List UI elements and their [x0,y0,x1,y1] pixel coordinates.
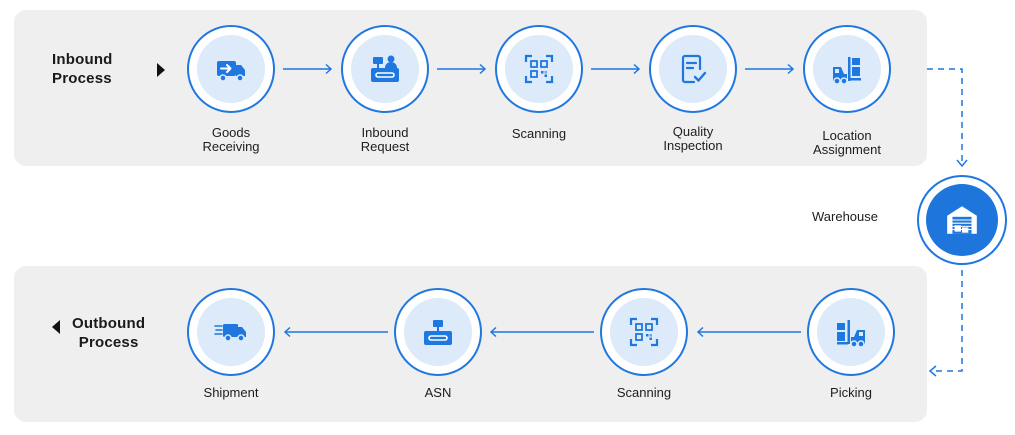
flow-arrow-right [744,63,796,75]
inbound-panel [14,10,927,166]
qr-scan-icon [524,54,554,84]
outbound-title: Outbound Process [72,314,145,352]
truck-arrow-icon [217,61,245,82]
step-scanning-outbound [600,288,688,376]
forklift-icon [833,57,861,85]
flow-arrow-right [282,63,334,75]
flow-arrow-left [283,326,389,338]
step-label: ASN [424,385,452,400]
step-label: Location Assignment [813,128,881,157]
inbound-title: Inbound Process [52,50,113,88]
step-location-assignment [803,25,891,113]
delivery-truck-icon [214,324,246,342]
step-scanning-inbound [495,25,583,113]
desk-terminal-icon [424,320,452,345]
forklift-icon [837,320,865,348]
step-label: Inbound Request [360,125,410,154]
checklist-icon [681,54,707,84]
inbound-title-line2: Process [52,70,112,87]
step-picking [807,288,895,376]
outbound-title-line2: Process [78,334,139,351]
step-label: Shipment [203,385,259,400]
inbound-title-line1: Inbound [52,51,113,68]
step-label: Picking [830,385,872,400]
step-goods-receiving [187,25,275,113]
flow-arrow-left [489,326,595,338]
step-label: Scanning [616,385,672,400]
step-label: Quality Inspection [663,124,723,153]
flow-arrow-right [436,63,488,75]
step-quality-inspection [649,25,737,113]
step-inbound-request [341,25,429,113]
qr-scan-icon [629,317,659,347]
outbound-title-line1: Outbound [72,315,146,332]
step-asn [394,288,482,376]
warehouse-icon [947,206,977,234]
step-label: Scanning [511,126,567,141]
step-label: Goods Receiving [202,125,260,154]
warehouse-node [917,175,1007,265]
desk-clerk-icon [371,55,399,82]
flow-arrow-right [590,63,642,75]
right-triangle-icon [157,63,165,77]
left-triangle-icon [52,320,60,334]
warehouse-label: Warehouse [812,209,878,224]
flow-arrow-left [696,326,802,338]
step-shipment [187,288,275,376]
